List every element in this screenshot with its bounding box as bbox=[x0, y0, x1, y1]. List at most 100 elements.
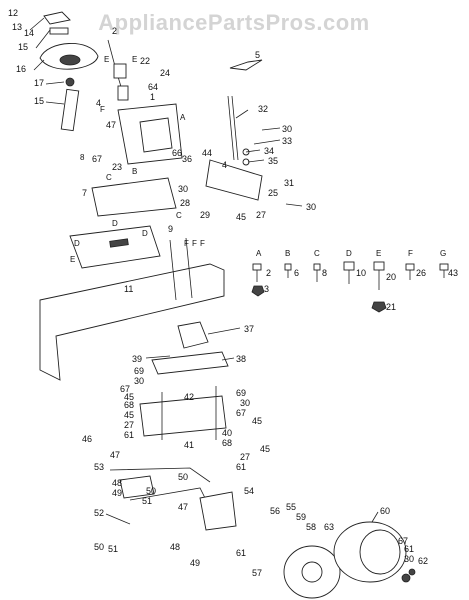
callout-label: 51 bbox=[108, 544, 118, 554]
callout-label: 15 bbox=[18, 42, 28, 52]
leader-lines bbox=[29, 17, 379, 525]
callout-label: 45 bbox=[252, 416, 262, 426]
front-axle bbox=[139, 395, 227, 437]
callout-label: 50 bbox=[94, 542, 104, 552]
callout-label: 68 bbox=[222, 438, 232, 448]
callout-label: 27 bbox=[124, 420, 134, 430]
callout-label: 49 bbox=[112, 488, 122, 498]
callout-label: 39 bbox=[132, 354, 142, 364]
callout-label: 69 bbox=[236, 388, 246, 398]
callout-label: 57 bbox=[252, 568, 262, 578]
callout-label: 26 bbox=[416, 268, 426, 278]
callout-label: 50 bbox=[146, 486, 156, 496]
wheel-assembly bbox=[283, 521, 416, 599]
callout-label: C bbox=[176, 211, 182, 220]
callout-label: F bbox=[100, 105, 105, 114]
bracket-5 bbox=[229, 59, 263, 71]
callout-label: 66 bbox=[172, 148, 182, 158]
watermark: AppliancePartsPros.com bbox=[98, 10, 369, 35]
callout-label: 30 bbox=[404, 554, 414, 564]
callout-label: 1 bbox=[150, 92, 155, 102]
callout-label: 68 bbox=[124, 400, 134, 410]
callout-label: 64 bbox=[148, 82, 158, 92]
callout-label: G bbox=[440, 249, 446, 258]
callout-label: 56 bbox=[270, 506, 280, 516]
callout-label: 13 bbox=[12, 22, 22, 32]
callout-label: 61 bbox=[236, 548, 246, 558]
callout-label: 36 bbox=[182, 154, 192, 164]
tie-rod bbox=[109, 467, 211, 483]
callout-label: 61 bbox=[404, 544, 414, 554]
callout-label: 30 bbox=[282, 124, 292, 134]
callout-label: 22 bbox=[140, 56, 150, 66]
callout-label: 45 bbox=[124, 410, 134, 420]
callout-label: 6 bbox=[294, 268, 299, 278]
callout-label: E bbox=[104, 55, 109, 64]
callout-label: 55 bbox=[286, 502, 296, 512]
callout-label: 8 bbox=[80, 153, 85, 162]
callout-label: 29 bbox=[200, 210, 210, 220]
callout-label: 67 bbox=[236, 408, 246, 418]
callout-label: 63 bbox=[324, 522, 334, 532]
callout-label: E bbox=[132, 55, 137, 64]
callout-label: F bbox=[192, 239, 197, 248]
callout-label: 5 bbox=[255, 50, 260, 60]
callout-label: 2 bbox=[112, 26, 117, 36]
callout-label: 45 bbox=[260, 444, 270, 454]
callouts: 12 13 14 15 16 17 15 2 E E 22 24 5 64 1 … bbox=[8, 8, 458, 578]
callout-label: B bbox=[132, 167, 137, 176]
callout-label: 69 bbox=[134, 366, 144, 376]
callout-label: 62 bbox=[418, 556, 428, 566]
callout-label: 50 bbox=[178, 472, 188, 482]
callout-label: 27 bbox=[256, 210, 266, 220]
callout-label: 17 bbox=[34, 78, 44, 88]
callout-label: 8 bbox=[322, 268, 327, 278]
fastener-row bbox=[251, 261, 449, 313]
callout-label: 61 bbox=[236, 462, 246, 472]
callout-label: 41 bbox=[184, 440, 194, 450]
callout-label: 38 bbox=[236, 354, 246, 364]
frame bbox=[39, 263, 225, 381]
callout-label: D bbox=[74, 239, 80, 248]
plate-9 bbox=[69, 225, 161, 269]
callout-label: 24 bbox=[160, 68, 170, 78]
steering-wheel-assembly bbox=[39, 11, 99, 132]
spindle-right bbox=[199, 491, 237, 531]
callout-label: 32 bbox=[258, 104, 268, 114]
callout-label: 14 bbox=[24, 28, 34, 38]
callout-label: 15 bbox=[34, 96, 44, 106]
callout-label: 21 bbox=[386, 302, 396, 312]
callout-label: 23 bbox=[112, 162, 122, 172]
callout-label: 30 bbox=[178, 184, 188, 194]
callout-label: C bbox=[314, 249, 320, 258]
callout-label: 7 bbox=[82, 188, 87, 198]
bracket-37 bbox=[177, 321, 209, 349]
callout-label: B bbox=[285, 249, 290, 258]
callout-label: E bbox=[376, 249, 381, 258]
callout-label: 47 bbox=[110, 450, 120, 460]
callout-label: 54 bbox=[244, 486, 254, 496]
shift-rod bbox=[205, 95, 263, 201]
callout-label: 67 bbox=[398, 536, 408, 546]
callout-label: 52 bbox=[94, 508, 104, 518]
callout-label: 11 bbox=[124, 284, 133, 294]
callout-label: E bbox=[70, 255, 75, 264]
callout-label: 4 bbox=[96, 98, 101, 108]
callout-label: 31 bbox=[284, 178, 294, 188]
callout-label: 47 bbox=[178, 502, 188, 512]
steering-column bbox=[107, 39, 183, 165]
callout-label: D bbox=[346, 249, 352, 258]
callout-label: 60 bbox=[380, 506, 390, 516]
callout-label: 67 bbox=[120, 384, 130, 394]
callout-label: 37 bbox=[244, 324, 254, 334]
callout-label: 9 bbox=[168, 224, 173, 234]
callout-label: 58 bbox=[306, 522, 316, 532]
callout-label: 59 bbox=[296, 512, 306, 522]
callout-label: 28 bbox=[180, 198, 190, 208]
callout-label: 61 bbox=[124, 430, 134, 440]
callout-label: 35 bbox=[268, 156, 278, 166]
callout-label: F bbox=[184, 239, 189, 248]
callout-label: F bbox=[408, 249, 413, 258]
callout-label: 46 bbox=[82, 434, 92, 444]
